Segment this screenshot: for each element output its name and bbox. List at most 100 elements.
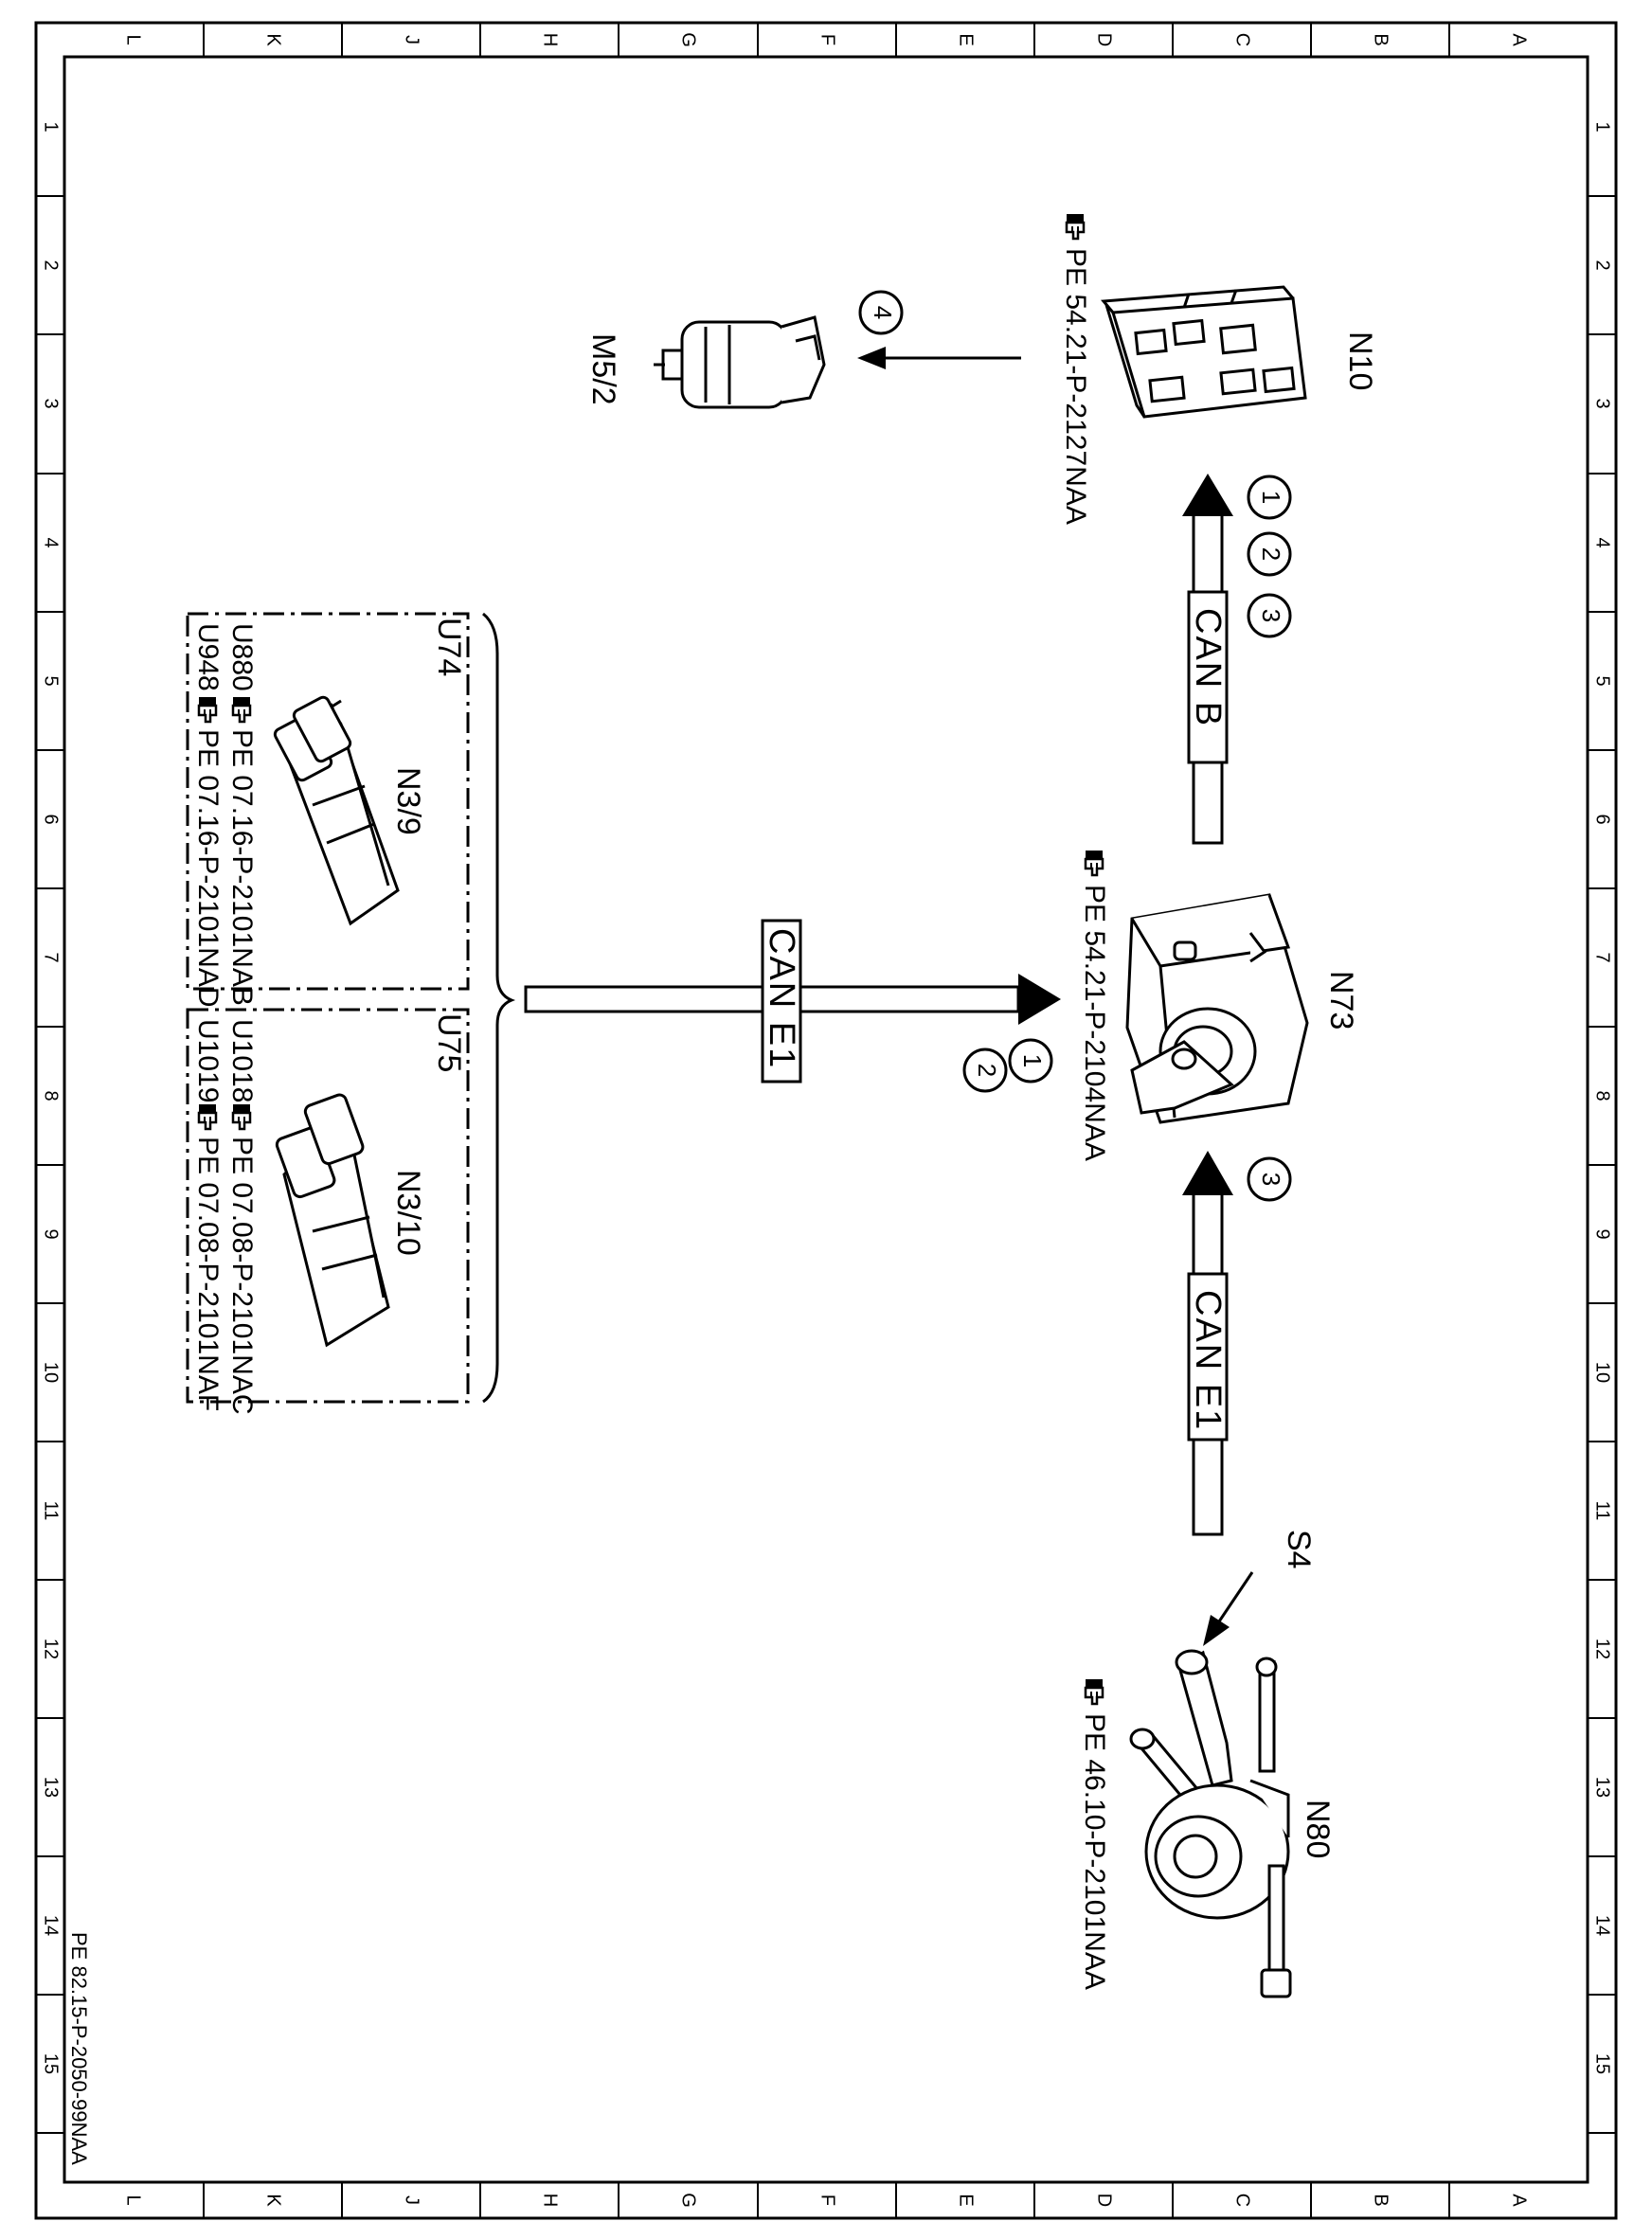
n73-ignition-switch-drawing: [1125, 893, 1309, 1124]
n10-reference: PE 54.21-P-2127NAA: [1060, 248, 1091, 525]
hand-pointer-icon: [197, 1102, 218, 1131]
border-number: 5: [41, 675, 62, 686]
border-number: 2: [41, 260, 62, 270]
border-letter: D: [1094, 2194, 1115, 2207]
border-number: 9: [1592, 1228, 1613, 1239]
hand-pointer-icon: [231, 695, 252, 724]
border-number: 6: [1592, 814, 1613, 824]
can-b-label: CAN B: [1188, 608, 1228, 727]
border-number: 8: [1592, 1090, 1613, 1101]
can-e1-lower-label: CAN E1: [1188, 1290, 1228, 1431]
border-number: 11: [41, 1501, 62, 1521]
border-numbers-right: 1 2 3 4 5 6 7 8 9 10 11 12 13 14 15: [1592, 121, 1613, 2074]
u75-line-2-code: U1019: [192, 1019, 224, 1102]
can-e1-left-bus: [524, 919, 1061, 1084]
u74-line-2-ref: PE 07.16-P-2101NAD: [192, 729, 224, 1008]
border-number: 8: [41, 1090, 62, 1101]
border-number: 7: [41, 952, 62, 962]
n3-10-ecu-drawing: [275, 1093, 390, 1348]
border-number: 1: [1592, 121, 1613, 132]
border-letter: J: [402, 35, 422, 45]
can-b-bus: [1182, 474, 1233, 845]
border-number: 12: [1592, 1639, 1613, 1659]
u74-label: U74: [431, 618, 467, 676]
n80-reference: PE 46.10-P-2101NAA: [1079, 1713, 1110, 1990]
s4-pointer-arrow: [1203, 1571, 1254, 1646]
n3-9-ecu-drawing: [273, 695, 400, 926]
can-e1-left-label: CAN E1: [762, 928, 801, 1069]
border-letter: G: [678, 2193, 699, 2208]
border-letter: D: [1094, 33, 1115, 46]
border-number: 6: [41, 814, 62, 824]
connection-number: 3: [1257, 609, 1285, 622]
border-letter: F: [817, 2194, 838, 2206]
can-e1-lower-bus: [1182, 1151, 1233, 1536]
u74-line-2-code: U948: [192, 623, 224, 691]
border-number: 7: [1592, 952, 1613, 962]
border-number: 5: [1592, 675, 1613, 686]
border-number: 4: [41, 537, 62, 547]
border-letter: L: [123, 34, 144, 45]
border-grid: [36, 23, 1616, 2218]
n10-label: N10: [1342, 331, 1378, 390]
border-number: 13: [41, 1777, 62, 1798]
border-number: 4: [1592, 537, 1613, 547]
u75-dashed-box: [186, 1008, 470, 1404]
border-letter: E: [956, 33, 977, 45]
can-b-numbers: [1247, 475, 1292, 638]
border-number: 10: [41, 1362, 62, 1383]
border-letter: A: [1509, 2194, 1530, 2207]
n3-10-label: N3/10: [390, 1170, 426, 1256]
border-letter: J: [402, 2195, 422, 2205]
border-letter: G: [678, 32, 699, 47]
connection-number-circle: [1247, 1156, 1292, 1202]
group-brace: [482, 612, 516, 1404]
n10-module-drawing: [1100, 285, 1307, 419]
border-letter: B: [1371, 33, 1392, 45]
m5-2-label: M5/2: [585, 333, 621, 405]
border-letter: H: [540, 2194, 561, 2207]
connection-number: 1: [1018, 1054, 1047, 1067]
m5-2-pump-drawing: [654, 315, 826, 409]
s4-label: S4: [1281, 1530, 1317, 1569]
u74-dashed-box: [186, 612, 470, 991]
u74-line-1-ref: PE 07.16-P-2101NAB: [226, 729, 258, 1006]
border-number: 9: [41, 1228, 62, 1239]
hand-pointer-icon: [197, 695, 218, 724]
border-number: 3: [41, 398, 62, 408]
connection-number: 4: [869, 306, 897, 319]
border-letter: C: [1232, 33, 1253, 46]
border-letter: A: [1509, 33, 1530, 46]
border-letter: E: [956, 2194, 977, 2206]
connection-number: 2: [973, 1064, 1001, 1077]
arrow-to-m5-2: [857, 347, 1021, 369]
u75-label: U75: [431, 1013, 467, 1072]
border-letters-bottom: L K J H G F E D C B A: [123, 2193, 1530, 2208]
border-letter: B: [1371, 2194, 1392, 2206]
border-number: 2: [1592, 260, 1613, 270]
connection-number: 2: [1257, 547, 1285, 561]
n3-9-label: N3/9: [390, 767, 426, 835]
border-number: 15: [41, 2053, 62, 2074]
n73-label: N73: [1323, 971, 1359, 1030]
border-number: 14: [1592, 1915, 1613, 1936]
border-number: 1: [41, 121, 62, 132]
border-letter: C: [1232, 2194, 1253, 2207]
border-number: 12: [41, 1639, 62, 1659]
n73-reference: PE 54.21-P-2104NAA: [1079, 885, 1110, 1161]
u74-line-1-code: U880: [226, 623, 258, 691]
border-number: 3: [1592, 398, 1613, 408]
border-letter: K: [263, 33, 284, 46]
connection-number-circle: [858, 290, 904, 335]
border-letter: K: [263, 2194, 284, 2207]
u75-line-1-code: U1018: [226, 1019, 258, 1102]
can-e1-left-numbers: [962, 1038, 1053, 1093]
n80-combination-switch-drawing: [1129, 1649, 1292, 1998]
border-letter: H: [540, 33, 561, 46]
u75-line-2-ref: PE 07.08-P-2101NAF: [192, 1137, 224, 1411]
border-letter: F: [817, 34, 838, 45]
border-number: 11: [1592, 1501, 1613, 1521]
border-number: 10: [1592, 1362, 1613, 1383]
connection-number: 1: [1257, 491, 1285, 504]
